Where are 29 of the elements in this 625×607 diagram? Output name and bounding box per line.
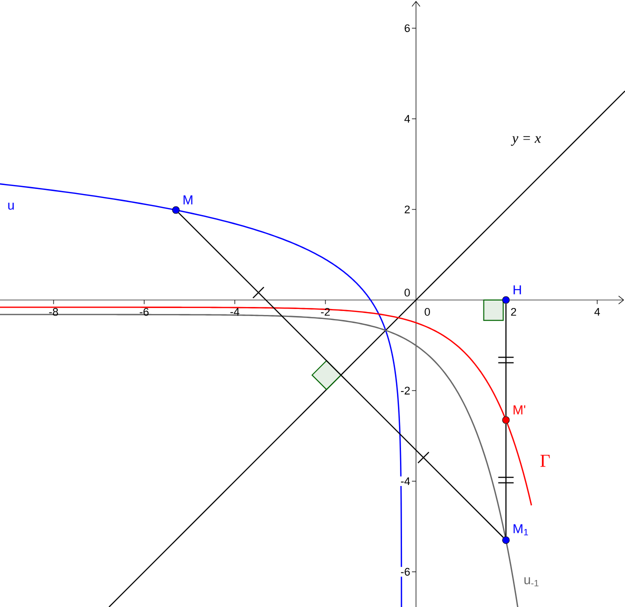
segment [178,212,504,538]
point-label: M' [514,405,526,414]
segment [505,304,506,416]
tick-label: 2 [511,308,516,316]
line-label: y = x [510,136,541,146]
point [502,296,510,304]
tick-label: -2 [321,308,330,316]
tick-label: -6 [400,566,412,577]
point [502,536,510,544]
curve-label: u [8,202,14,210]
point [172,206,180,214]
tick-label: 4 [594,308,600,316]
point [502,416,510,424]
tick-label: -6 [140,308,149,316]
tick-label: 4 [404,115,410,123]
tick-label: -2 [400,386,410,394]
point-label: M$_{1}$ [514,524,528,536]
tick-label: -4 [230,308,240,316]
point-label: M [184,195,192,204]
tick-label: 0 [424,308,430,316]
tick-label: 0 [404,288,410,297]
tick-label: 6 [404,24,410,32]
tick-label: -8 [49,308,58,316]
segment [505,424,506,536]
curve-label: Γ [540,454,550,467]
tick-label: 2 [404,206,410,214]
point-label: H [514,285,521,294]
curve-label: u$_{-1}$ [524,577,538,586]
tick-label: -4 [400,476,412,486]
